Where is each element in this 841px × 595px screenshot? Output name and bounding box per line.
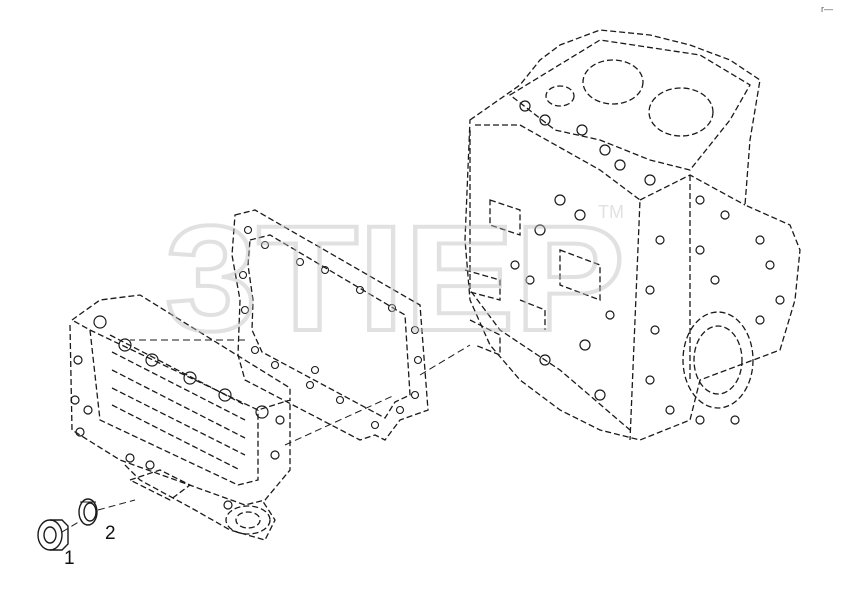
oil-cooler-bolts bbox=[70, 315, 285, 510]
oil-cooler bbox=[69, 294, 291, 541]
watermark-tm: TM bbox=[598, 202, 624, 222]
gasket-holes bbox=[238, 225, 423, 430]
watermark-text: 3TIEP bbox=[165, 194, 625, 362]
corner-mark: r— bbox=[821, 4, 833, 14]
part-1-plug bbox=[37, 519, 69, 551]
watermark: 3TIEP TM bbox=[163, 192, 627, 364]
part-2-seal-ring bbox=[78, 498, 98, 526]
callout-1-label: 1 bbox=[64, 548, 75, 569]
callout-2-label: 2 bbox=[105, 523, 116, 544]
leader-lines bbox=[61, 339, 471, 533]
engine-holes bbox=[510, 100, 785, 425]
engine-block bbox=[464, 29, 801, 441]
gasket bbox=[231, 209, 429, 441]
